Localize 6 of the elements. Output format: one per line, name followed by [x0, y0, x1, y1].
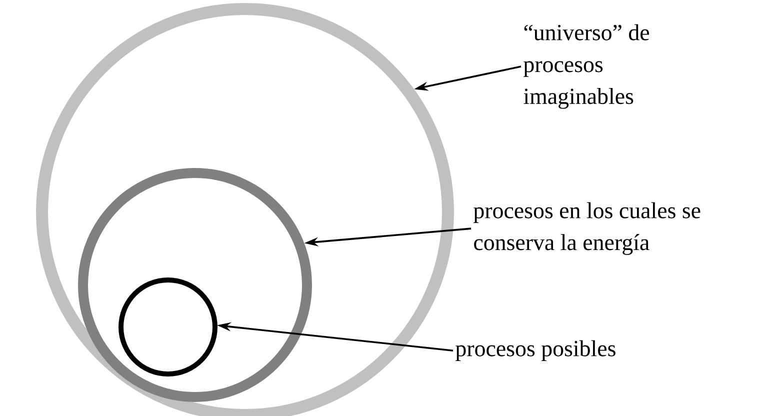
caption-text: procesos posibles [456, 340, 616, 361]
caption-text: procesos en los cuales se conserva la energía [474, 202, 700, 255]
ring [118, 278, 218, 376]
ring [36, 3, 454, 416]
ring [78, 168, 312, 402]
caption-text: “universo” de procesos imaginables [524, 24, 650, 109]
